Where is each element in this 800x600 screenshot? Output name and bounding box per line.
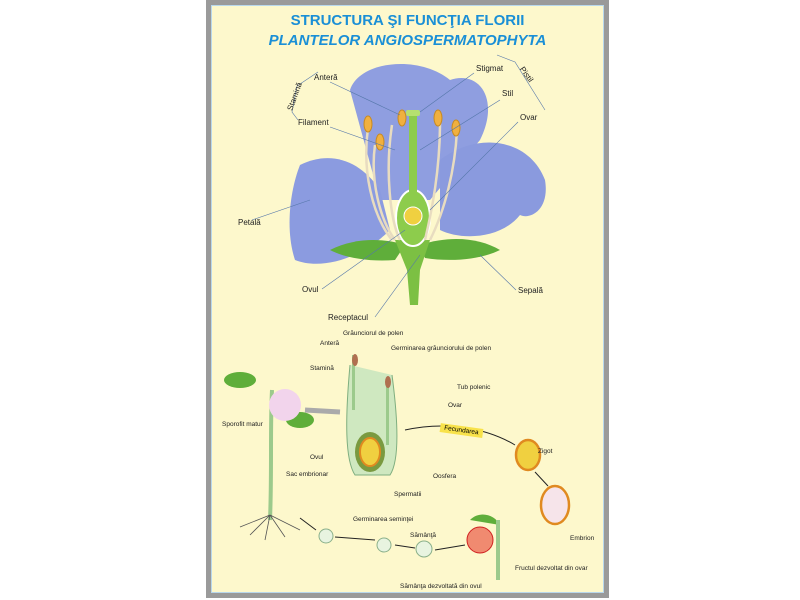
label-stil: Stil [502,89,514,98]
label-graunciorul: Grăunciorul de polen [343,330,404,337]
flower-leader-lines [251,54,546,318]
label-stamina-2: Stamină [310,365,334,372]
label-sporofit: Sporofit matur [222,421,263,428]
label-antera: Anteră [314,73,338,82]
title-line-1: STRUCTURA ŞI FUNCŢIA FLORII [290,12,525,29]
label-sepala: Sepală [518,286,543,295]
label-oosfera: Oosfera [433,473,457,480]
label-receptacul: Receptacul [328,313,369,322]
label-stigmat: Stigmat [476,64,504,73]
flower-illustration [289,63,546,305]
label-filament: Filament [298,118,329,127]
label-embrion: Embrion [570,535,595,542]
label-ovul-2: Ovul [310,454,324,461]
label-samanta: Sămânţă [410,532,437,539]
label-germinarea-seminte: Germinarea seminţei [353,516,414,523]
label-petala: Petală [238,218,261,227]
label-ovul: Ovul [302,285,319,294]
label-zigot: Zigot [538,448,553,455]
label-tub-polenic: Tub polenic [457,384,491,391]
label-fructul: Fructul dezvoltat din ovar [515,565,588,572]
label-antera-2: Anteră [320,340,340,347]
label-spermatii: Spermatii [394,491,422,498]
label-ovar: Ovar [520,113,538,122]
label-sac-embrionar: Sac embrionar [286,471,329,478]
label-samanta-ovul: Sămânţa dezvoltată din ovul [400,583,482,590]
life-cycle-illustration [224,354,571,580]
title-line-2: PLANTELOR ANGIOSPERMATOPHYTA [268,32,547,49]
label-germinarea-polen: Germinarea grăunciorului de polen [391,345,492,352]
label-ovar-2: Ovar [448,402,463,409]
